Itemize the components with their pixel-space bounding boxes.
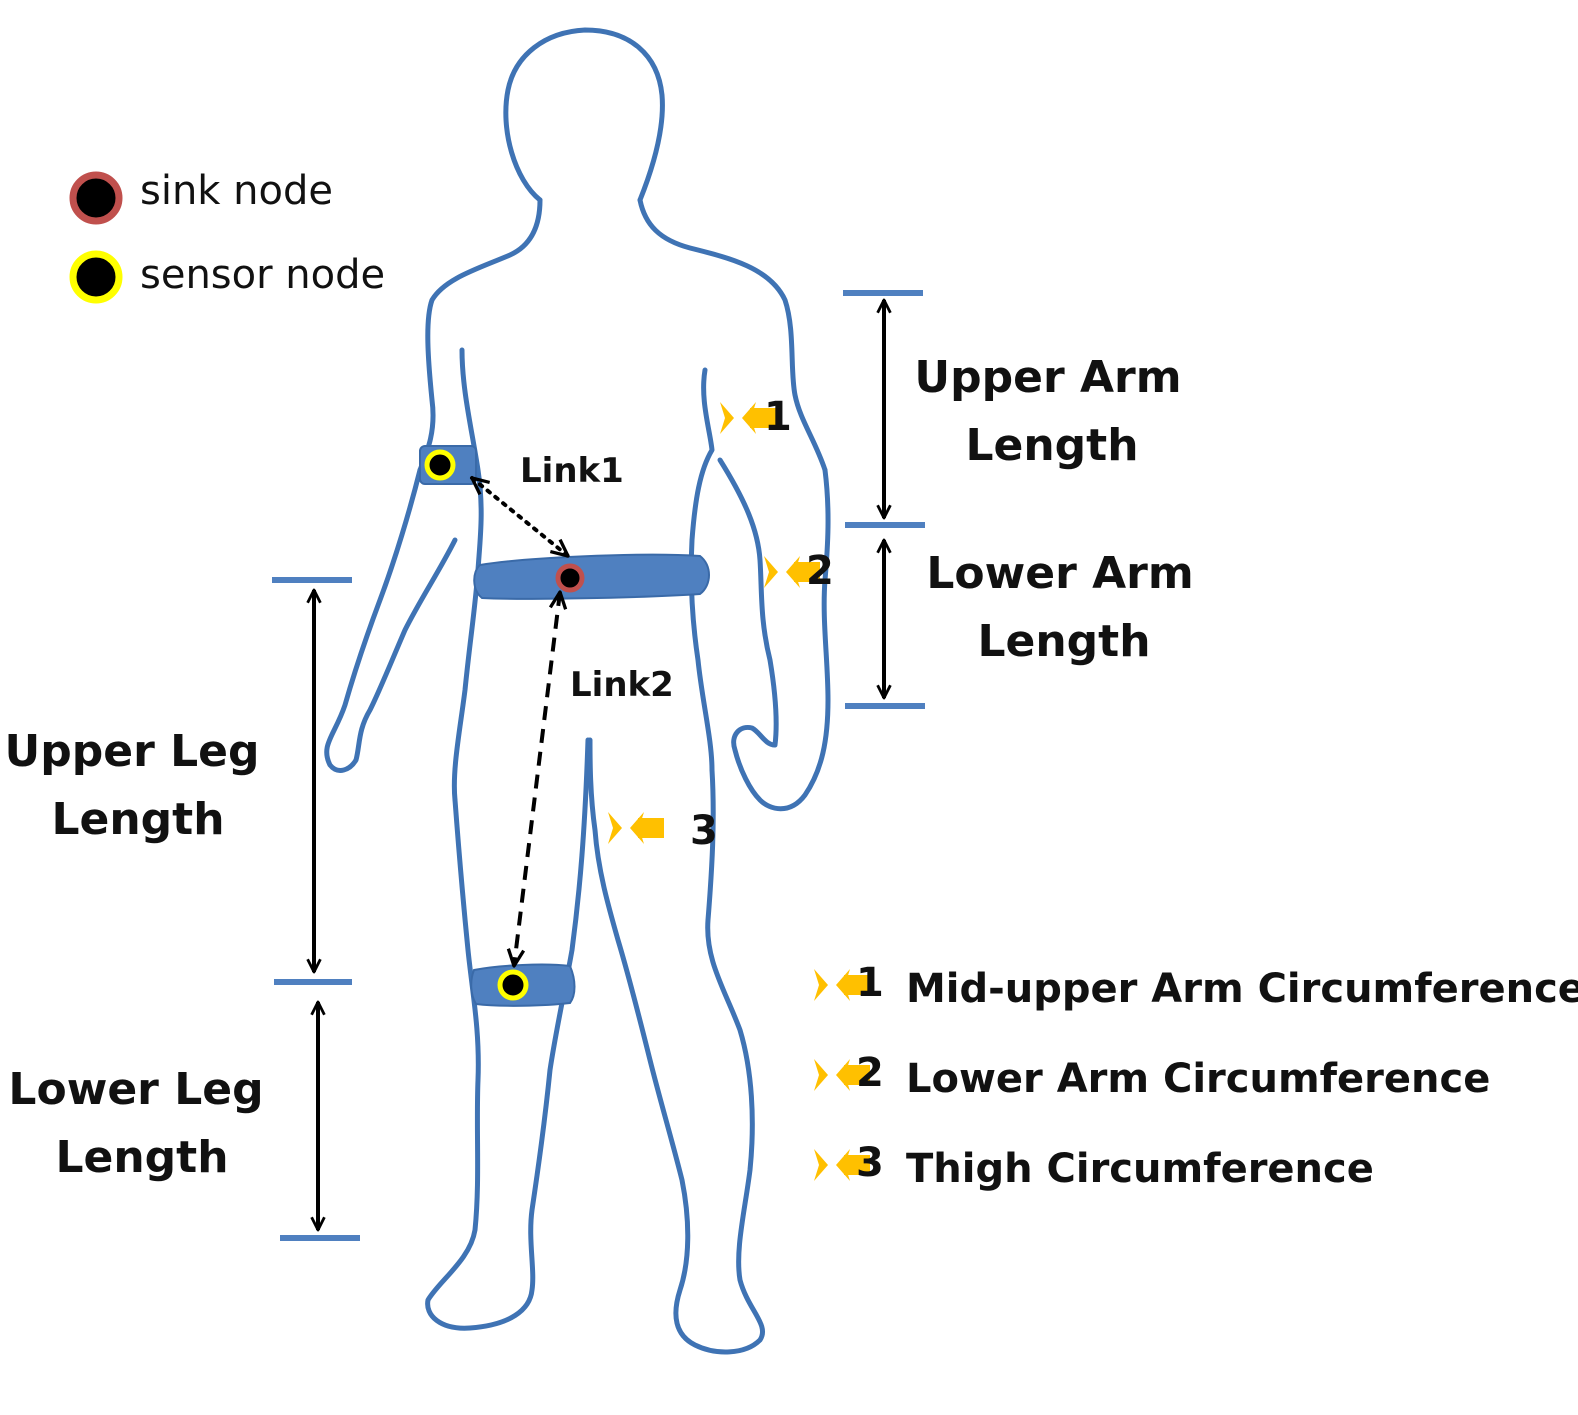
- key-number-2: 2: [856, 1050, 884, 1096]
- human-body-outline: [324, 27, 831, 1355]
- lower-leg-label-line2: Length: [55, 1132, 228, 1183]
- circ-marker-thigh: 3: [608, 808, 718, 854]
- arm-length-measure: [843, 290, 925, 709]
- sink-node-legend-icon: [69, 171, 123, 225]
- circ-marker-3-number: 3: [690, 808, 718, 854]
- link1-label: Link1: [520, 451, 624, 491]
- leg-length-measure: [272, 577, 360, 1241]
- circ-marker-lower-arm: 2: [764, 548, 834, 594]
- circumference-key: 1 Mid-upper Arm Circumference 2 Lower Ar…: [814, 960, 1578, 1192]
- waist-band: [473, 553, 710, 600]
- left-leg-outline: [425, 737, 591, 1331]
- lower-leg-label-line1: Lower Leg: [8, 1064, 263, 1115]
- sensor-node-knee: [497, 969, 529, 1001]
- lower-arm-label-line2: Length: [977, 616, 1150, 667]
- circumference-key-item: 2 Lower Arm Circumference: [814, 1050, 1490, 1102]
- sensor-node-arm: [424, 449, 456, 481]
- circumference-key-item: 1 Mid-upper Arm Circumference: [814, 960, 1578, 1012]
- key-label-3: Thigh Circumference: [906, 1146, 1374, 1192]
- left-arm-outline: [324, 467, 458, 773]
- link2-arrow: [506, 590, 568, 968]
- right-shoulder-outline: [637, 197, 828, 473]
- sink-node-legend-label: sink node: [140, 168, 333, 214]
- sink-node-waist: [555, 563, 585, 593]
- key-label-2: Lower Arm Circumference: [906, 1056, 1490, 1102]
- key-label-1: Mid-upper Arm Circumference: [906, 966, 1578, 1012]
- upper-leg-label-line1: Upper Leg: [5, 726, 260, 777]
- circ-marker-2-number: 2: [806, 548, 834, 594]
- head-outline: [503, 27, 665, 203]
- circ-marker-1-number: 1: [764, 394, 792, 440]
- key-number-1: 1: [856, 960, 884, 1006]
- node-legend: sink node sensor node: [69, 168, 385, 304]
- circumference-key-item: 3 Thigh Circumference: [814, 1140, 1374, 1192]
- sensor-node-legend-icon: [69, 250, 123, 304]
- right-leg-outline: [587, 737, 765, 1355]
- left-shoulder-outline: [417, 197, 543, 473]
- link2-label: Link2: [570, 665, 674, 705]
- sensor-node-legend-label: sensor node: [140, 252, 385, 298]
- link1-arrow: [470, 476, 570, 558]
- circ-marker-upper-arm: 1: [720, 394, 792, 440]
- right-arm-outline: [717, 457, 831, 812]
- lower-arm-label-line1: Lower Arm: [926, 548, 1193, 599]
- upper-arm-label-line1: Upper Arm: [914, 352, 1181, 403]
- key-number-3: 3: [856, 1140, 884, 1186]
- upper-arm-label-line2: Length: [965, 420, 1138, 471]
- upper-leg-label-line2: Length: [51, 794, 224, 845]
- torso-right-outline: [688, 367, 715, 773]
